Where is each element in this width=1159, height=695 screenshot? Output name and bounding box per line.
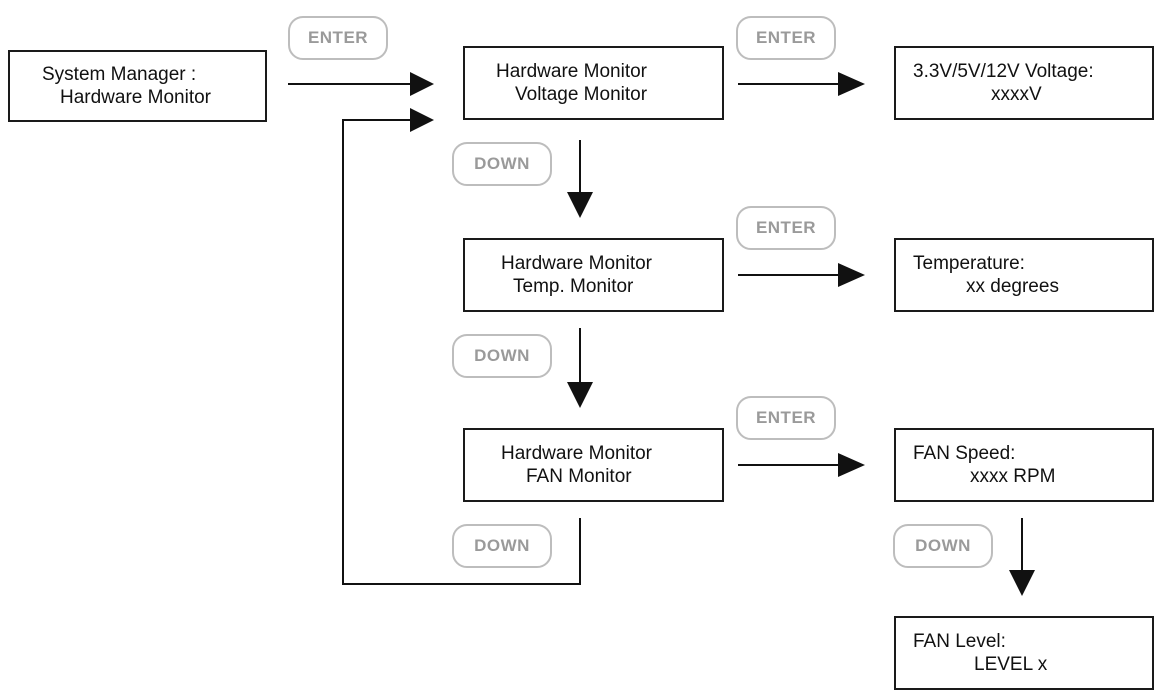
enter-key[interactable]: ENTER <box>736 206 836 250</box>
arrowhead-temp-down <box>567 382 593 408</box>
down-key[interactable]: DOWN <box>452 334 552 378</box>
fan-monitor-box: Hardware Monitor FAN Monitor <box>463 428 724 502</box>
enter-key[interactable]: ENTER <box>736 16 836 60</box>
temp-monitor-box: Hardware Monitor Temp. Monitor <box>463 238 724 312</box>
enter-key[interactable]: ENTER <box>288 16 388 60</box>
box-line-2: LEVEL x <box>974 654 1048 675</box>
arrowhead-loop-back <box>410 108 434 132</box>
box-line-2: xxxxV <box>991 84 1042 105</box>
box-line-2: FAN Monitor <box>526 466 632 487</box>
temperature-value-box: Temperature: xx degrees <box>894 238 1154 312</box>
connector-loop-back <box>342 119 581 585</box>
down-key[interactable]: DOWN <box>893 524 993 568</box>
box-line-1: System Manager : <box>42 64 197 85</box>
box-line-1: Hardware Monitor <box>501 443 652 464</box>
arrowhead-voltage-to-value <box>838 72 865 96</box>
box-line-2: xxxx RPM <box>970 466 1056 487</box>
box-line-1: FAN Speed: <box>913 443 1016 464</box>
system-manager-box: System Manager : Hardware Monitor <box>8 50 267 122</box>
down-key[interactable]: DOWN <box>452 142 552 186</box>
fan-level-box: FAN Level: LEVEL x <box>894 616 1154 690</box>
arrowhead-voltage-down <box>567 192 593 218</box>
arrowhead-temp-to-value <box>838 263 865 287</box>
fan-speed-box: FAN Speed: xxxx RPM <box>894 428 1154 502</box>
voltage-monitor-box: Hardware Monitor Voltage Monitor <box>463 46 724 120</box>
box-line-2: Hardware Monitor <box>60 87 211 108</box>
arrowhead-fan-to-speed <box>838 453 865 477</box>
box-line-1: Hardware Monitor <box>496 61 647 82</box>
box-line-1: FAN Level: <box>913 631 1006 652</box>
box-line-1: 3.3V/5V/12V Voltage: <box>913 61 1094 82</box>
down-key[interactable]: DOWN <box>452 524 552 568</box>
enter-key[interactable]: ENTER <box>736 396 836 440</box>
box-line-2: xx degrees <box>966 276 1059 297</box>
arrowhead-fanspeed-down <box>1009 570 1035 596</box>
arrowhead-system-to-voltage <box>410 72 434 96</box>
box-line-1: Temperature: <box>913 253 1025 274</box>
box-line-2: Temp. Monitor <box>513 276 634 297</box>
box-line-1: Hardware Monitor <box>501 253 652 274</box>
voltage-value-box: 3.3V/5V/12V Voltage: xxxxV <box>894 46 1154 120</box>
box-line-2: Voltage Monitor <box>515 84 648 105</box>
